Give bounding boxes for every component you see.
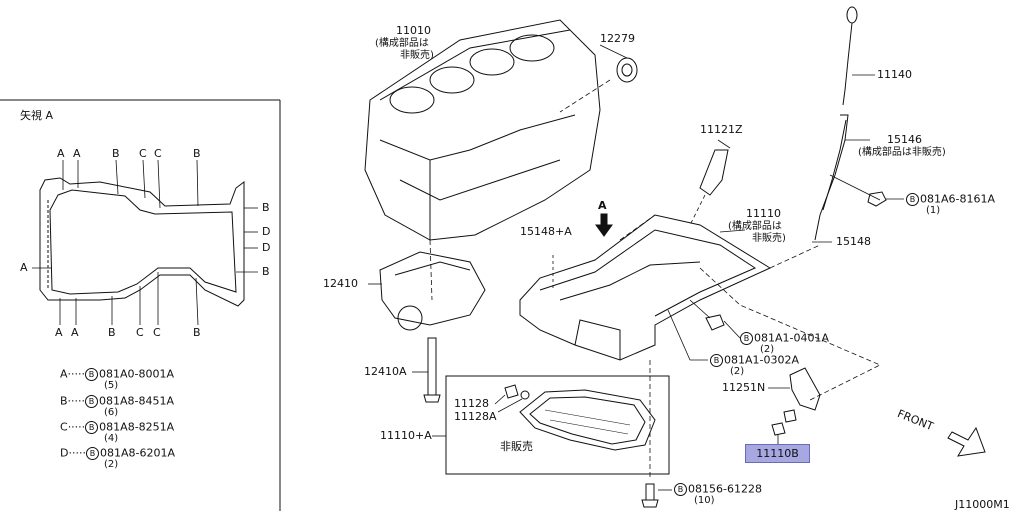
lower-oil-pan-11110a: [519, 389, 656, 451]
inset-top-a1: A: [57, 147, 65, 160]
part-11010[interactable]: 11010: [396, 24, 431, 37]
part-11110[interactable]: 11110: [746, 207, 781, 220]
part-12410[interactable]: 12410: [323, 277, 358, 290]
inset-top-c1: C: [139, 147, 147, 160]
baffle-11251n: [768, 367, 821, 444]
inset-title: 矢視 A: [20, 109, 54, 122]
part-15148a[interactable]: 15148+A: [520, 225, 572, 238]
drain-plug-11128: [432, 384, 530, 437]
part-11110-note1: (構成部品は: [728, 221, 782, 232]
inset-right-d2: D: [262, 241, 271, 254]
oil-pump-12410: [368, 251, 486, 403]
part-11128[interactable]: 11128: [454, 397, 489, 410]
bolt-circle-icon: B: [740, 332, 753, 345]
legend-code-a: 081A0-8001A: [99, 367, 175, 381]
bolt-circle-icon: B: [85, 447, 99, 460]
bolt-circle-icon: B: [85, 395, 99, 408]
inset-right-b1: B: [262, 201, 270, 214]
bolt-08156-61228: [641, 483, 672, 508]
arrow-a: [595, 213, 613, 237]
inset-top-c2: C: [154, 147, 162, 160]
inset-leaders: [32, 159, 258, 326]
inset-bottom-a2: A: [71, 326, 79, 339]
part-11110b-highlighted[interactable]: 11110B: [745, 444, 810, 463]
bolt-081a1-0401a-qty: (2): [760, 344, 775, 355]
part-11110-note2: 非販売): [752, 233, 786, 244]
legend-qty-b: (6): [104, 407, 119, 418]
inset-right-d1: D: [262, 225, 271, 238]
part-11110a[interactable]: 11110+A: [380, 429, 432, 442]
part-11251n[interactable]: 11251N: [722, 381, 766, 394]
part-12279[interactable]: 12279: [600, 32, 635, 45]
inset-top-b1: B: [112, 147, 120, 160]
part-11010-note2: 非販売): [400, 50, 434, 61]
dipstick-tube-15146: [812, 114, 904, 243]
part-15146[interactable]: 15146: [887, 133, 922, 146]
bolt-08156-61228-qty: (10): [694, 495, 715, 506]
bolt-circle-icon: B: [674, 483, 687, 496]
oil-strainer-11121z: [689, 139, 731, 226]
dipstick-11140: [842, 6, 875, 106]
inset-left-a: A: [20, 261, 28, 274]
inset-bottom-a1: A: [55, 326, 63, 339]
part-11121z[interactable]: 11121Z: [700, 123, 743, 136]
legend-code-c: 081A8-8251A: [99, 420, 175, 434]
part-12410a[interactable]: 12410A: [364, 365, 407, 378]
inset-top-b2: B: [193, 147, 201, 160]
inset-bottom-c2: C: [153, 326, 161, 339]
upper-oil-pan-11110: [519, 214, 772, 361]
seal-12279: [616, 57, 638, 83]
part-15146-note: (構成部品は非販売): [858, 147, 946, 158]
bolt-circle-icon: B: [906, 193, 919, 206]
legend-qty-a: (5): [104, 380, 119, 391]
not-sold-label: 非販売: [500, 440, 533, 453]
bolt-081a6-8161a-qty: (1): [926, 205, 941, 216]
arrow-a-label: A: [598, 199, 607, 212]
part-15148[interactable]: 15148: [836, 235, 871, 248]
legend-qty-d: (2): [104, 459, 119, 470]
inset-top-a2: A: [73, 147, 81, 160]
inset-bottom-b1: B: [108, 326, 116, 339]
inset-right-b2: B: [262, 265, 270, 278]
diagram-id: J11000M1: [955, 498, 1010, 511]
legend-qty-c: (4): [104, 433, 119, 444]
part-11128a[interactable]: 11128A: [454, 410, 497, 423]
oil-pan-gasket-outline: [39, 177, 245, 307]
lower-pan-frame: [445, 375, 670, 475]
inset-bottom-c1: C: [136, 326, 144, 339]
inset-bottom-b2: B: [193, 326, 201, 339]
bolt-circle-icon: B: [85, 421, 99, 434]
front-arrow: [947, 426, 986, 457]
part-11010-note1: (構成部品は: [375, 38, 429, 49]
bolt-circle-icon: B: [710, 354, 723, 367]
legend-code-d: 081A8-6201A: [99, 446, 175, 460]
bolt-081a1-0302a-qty: (2): [730, 366, 745, 377]
part-11140[interactable]: 11140: [877, 68, 912, 81]
cylinder-block: [364, 19, 601, 241]
legend-code-b: 081A8-8451A: [99, 394, 175, 408]
bolt-circle-icon: B: [85, 368, 99, 381]
